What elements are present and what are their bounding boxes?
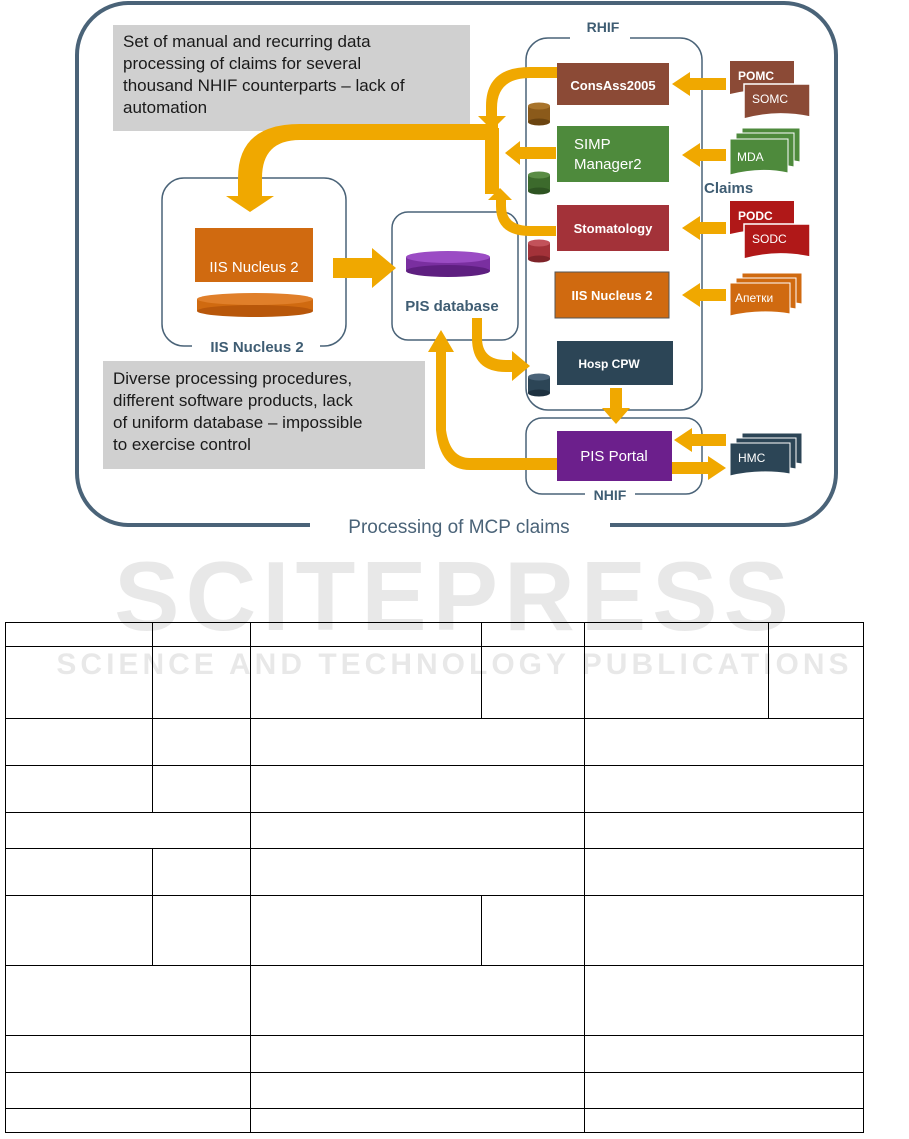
consass-label: ConsAss2005 xyxy=(570,78,655,93)
nhif-label: NHIF xyxy=(594,487,627,503)
simp-label-line-1: SIMP xyxy=(574,136,611,153)
pis-database-disk xyxy=(406,251,490,277)
table-outer-border xyxy=(5,622,864,1133)
pis-db-group-frame xyxy=(391,211,519,341)
note-bottom-line-1: Diverse processing procedures, xyxy=(113,369,352,388)
mda-label: MDA xyxy=(737,150,764,164)
simp-box xyxy=(557,126,669,182)
stomatology-db-icon xyxy=(528,239,550,263)
flow-arrows xyxy=(226,67,726,480)
pis-portal-box xyxy=(557,431,672,481)
hosp-label: Hosp CPW xyxy=(578,357,640,371)
note-top-line-1: Set of manual and recurring data xyxy=(123,32,371,51)
note-bottom-line-2: different software products, lack xyxy=(113,391,353,410)
somc-document: SOMC xyxy=(743,83,811,120)
iis-nucleus-rhif-label: IIS Nucleus 2 xyxy=(572,288,653,303)
stomatology-label: Stomatology xyxy=(574,221,653,236)
consass-db-icon xyxy=(528,102,550,126)
rhif-label: RHIF xyxy=(587,19,620,35)
apteki-document-stack: Апетки xyxy=(729,272,803,317)
iis-nucleus-rhif-box xyxy=(554,271,670,319)
sodc-document: SODC xyxy=(743,223,811,260)
podc-label: PODC xyxy=(738,209,773,223)
note-top-line-3: thousand NHIF counterparts – lack of xyxy=(123,76,405,95)
iis-nucleus-box xyxy=(195,228,313,282)
note-top-line-2: processing of claims for several xyxy=(123,54,361,73)
hmc-document-stack: HMC xyxy=(729,432,803,477)
claims-label: Claims xyxy=(704,180,753,197)
claims-processing-diagram: RHIF NHIF IIS Nucleus 2 PIS database Set… xyxy=(75,1,838,543)
iis-database-disk xyxy=(197,293,313,317)
hosp-db-icon xyxy=(528,373,550,397)
note-top-line-4: automation xyxy=(123,98,207,117)
iis-box-label: IIS Nucleus 2 xyxy=(209,259,298,276)
note-bottom-line-4: to exercise control xyxy=(113,435,251,454)
pis-db-label: PIS database xyxy=(405,298,498,315)
pomc-label: POMC xyxy=(738,69,774,83)
simp-db-icon xyxy=(528,171,550,195)
consass-box xyxy=(557,63,669,105)
note-top xyxy=(113,25,470,131)
note-bottom xyxy=(103,361,425,469)
stomatology-box xyxy=(557,205,669,251)
pis-portal-label: PIS Portal xyxy=(580,448,648,465)
mda-document-stack: MDA xyxy=(729,127,801,176)
simp-label-line-2: Manager2 xyxy=(574,156,642,173)
apteki-label: Апетки xyxy=(735,291,773,305)
iis-group-label: IIS Nucleus 2 xyxy=(210,339,303,356)
sodc-label: SODC xyxy=(752,232,787,246)
somc-label: SOMC xyxy=(752,92,788,106)
hosp-box xyxy=(557,341,673,385)
hmc-label: HMC xyxy=(738,451,766,465)
diagram-title: Processing of MCP claims xyxy=(348,517,569,538)
note-bottom-line-3: of uniform database – impossible xyxy=(113,413,362,432)
